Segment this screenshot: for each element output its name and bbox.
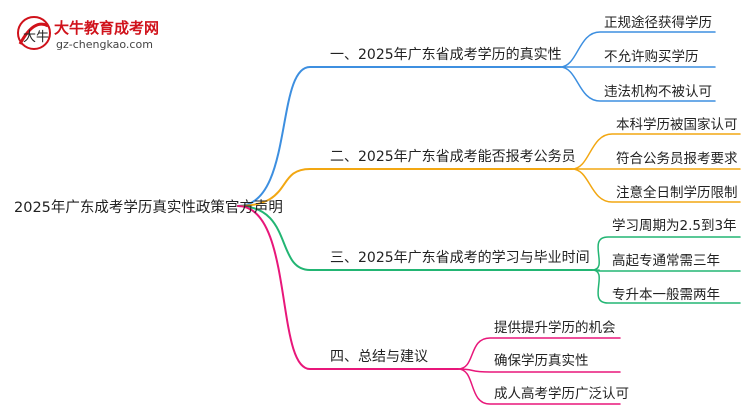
branch-2-leaf-1: 本科学历被国家认可 — [616, 117, 738, 133]
branch-1-leaf-1: 正规途径获得学历 — [604, 15, 712, 31]
branch-4-leaf-1-connector — [457, 337, 621, 370]
branch-4-connector — [237, 205, 459, 370]
branch-2-label: 二、2025年广东省成考能否报考公务员 — [330, 149, 576, 165]
branch-2-connector — [237, 168, 573, 207]
logo-url: gz-chengkao.com — [56, 38, 153, 51]
branch-3-leaf-3: 专升本一般需两年 — [612, 287, 720, 303]
branch-3-label: 三、2025年广东省成考的学习与毕业时间 — [330, 250, 590, 266]
mindmap-root: 2025年广东成考学历真实性政策官方声明 — [14, 200, 283, 216]
branch-4-leaf-2: 确保学历真实性 — [494, 353, 589, 369]
branch-3-leaf-2-connector — [591, 269, 741, 272]
logo-mark-text: 大牛 — [23, 30, 49, 45]
branch-3-leaf-1-connector — [591, 236, 741, 271]
branch-1-label: 一、2025年广东省成考学历的真实性 — [330, 47, 562, 63]
branch-1-leaf-1-connector — [559, 31, 716, 68]
branch-3-leaf-3-connector — [591, 269, 741, 304]
branch-3-leaf-2: 高起专通常需三年 — [612, 253, 720, 269]
branch-3-leaf-1: 学习周期为2.5到3年 — [612, 218, 737, 234]
logo-brand-name: 大牛教育成考网 — [54, 19, 160, 37]
branch-1-connector — [237, 66, 561, 207]
branch-2-leaf-3-connector — [571, 168, 741, 203]
branch-1-leaf-2: 不允许购买学历 — [604, 49, 699, 65]
branch-4-leaf-2-connector — [457, 368, 621, 373]
logo-mark-icon: 大牛 — [17, 16, 51, 50]
branch-1-leaf-3-connector — [559, 66, 716, 102]
branch-2-leaf-3: 注意全日制学历限制 — [616, 185, 738, 201]
branch-4-label: 四、总结与建议 — [330, 349, 428, 365]
logo: 大牛 大牛教育成考网 gz-chengkao.com — [14, 14, 164, 54]
branch-3-connector — [237, 205, 593, 271]
branch-2-leaf-2: 符合公务员报考要求 — [616, 151, 738, 167]
branch-4-leaf-1: 提供提升学历的机会 — [494, 320, 616, 336]
branch-1-leaf-3: 违法机构不被认可 — [604, 84, 712, 100]
branch-4-leaf-3-connector — [457, 368, 621, 405]
branch-4-leaf-3: 成人高考学历广泛认可 — [494, 386, 629, 402]
branch-2-leaf-1-connector — [571, 133, 741, 170]
